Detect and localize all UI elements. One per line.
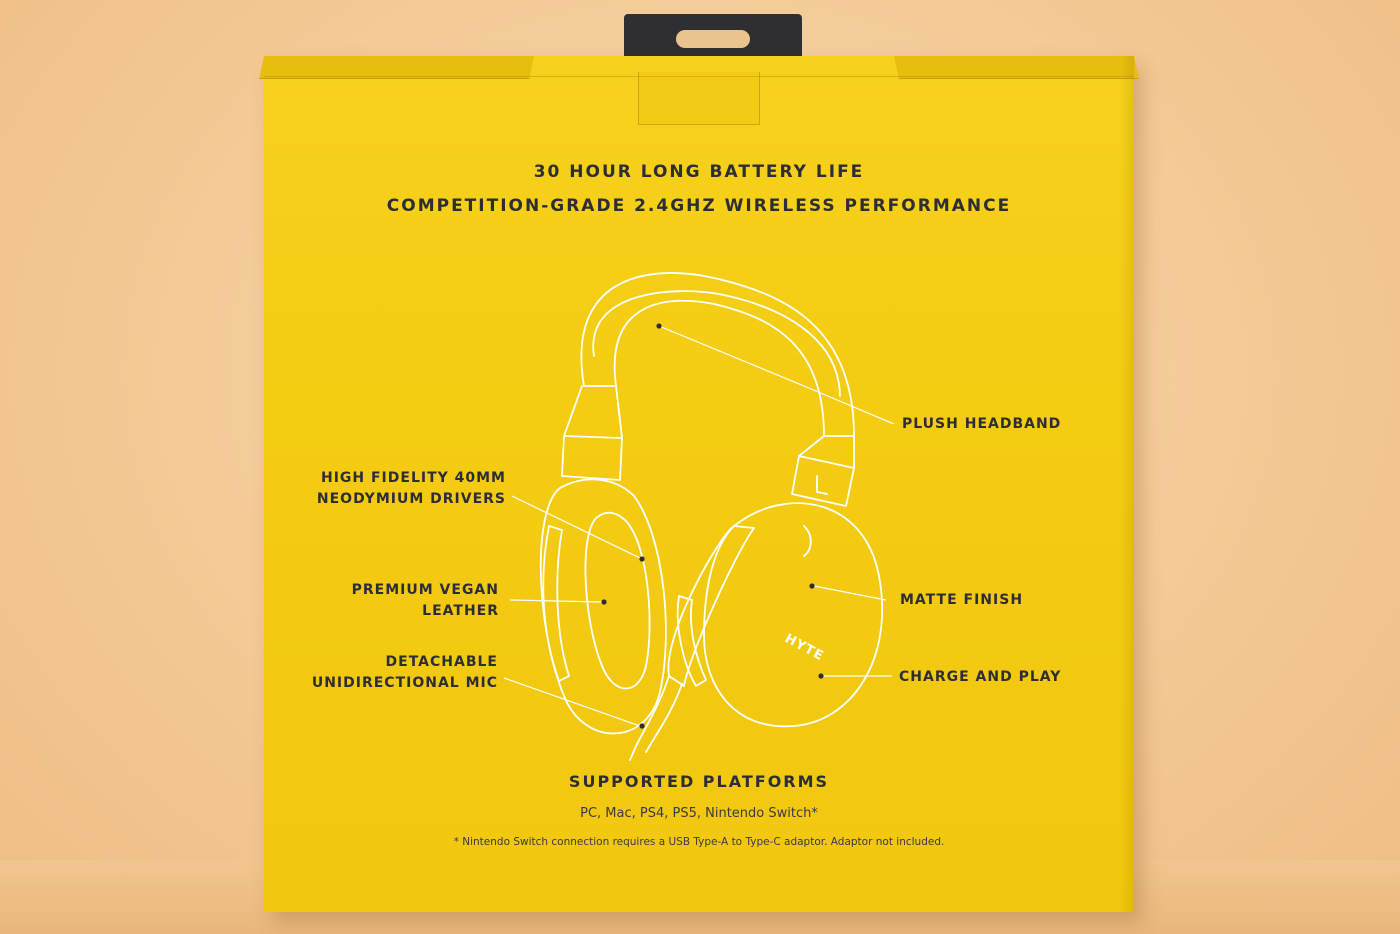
callout-dot-leather [601, 599, 607, 605]
platforms-title: SUPPORTED PLATFORMS [568, 772, 830, 791]
left-slider [561, 435, 623, 481]
label-plush-headband-text: PLUSH HEADBAND [902, 416, 1062, 432]
label-matte-finish-text: MATTE FINISH [900, 592, 1024, 608]
callout-dot-matte [809, 583, 815, 589]
callout-line-leather [509, 599, 603, 603]
right-grill [676, 595, 707, 687]
callout-line-headband [658, 325, 895, 425]
label-drivers: HIGH FIDELITY 40MM NEODYMIUM DRIVERS [304, 468, 506, 510]
headband-inner [613, 299, 825, 437]
platforms-footnote: * Nintendo Switch connection requires a … [453, 836, 945, 848]
side-marker-l [816, 475, 828, 495]
label-drivers-line2: NEODYMIUM DRIVERS [316, 491, 506, 507]
earcup-logo: HYTE [782, 631, 826, 664]
platforms-list: PC, Mac, PS4, PS5, Nintendo Switch* [580, 806, 818, 821]
label-mic-line1: DETACHABLE [385, 654, 498, 670]
right-slider-inner [798, 435, 855, 469]
headset-line-drawing: HYTE [503, 272, 895, 761]
callout-line-mic [503, 677, 641, 727]
callout-dot-mic [639, 723, 645, 729]
callout-line-matte [813, 585, 887, 601]
hang-hole [676, 30, 750, 48]
product-box-back: 30 HOUR LONG BATTERY LIFE COMPETITION-GR… [259, 56, 1139, 912]
headband-outer [580, 272, 855, 437]
label-plush-headband: PLUSH HEADBAND [902, 414, 1061, 435]
label-leather: PREMIUM VEGAN LEATHER [304, 580, 499, 622]
mic-boom-edge [645, 683, 683, 753]
callout-dot-headband [656, 323, 662, 329]
headband-pad-top [592, 290, 841, 397]
label-mic-line2: UNIDIRECTIONAL MIC [311, 675, 498, 691]
label-charge-play-text: CHARGE AND PLAY [899, 669, 1062, 685]
left-grill [542, 525, 570, 682]
callout-dot-charge [818, 673, 824, 679]
left-earcup-shell [539, 478, 667, 735]
label-leather-line1: PREMIUM VEGAN [351, 582, 499, 598]
label-leather-line2: LEATHER [422, 603, 499, 619]
mic-boom [629, 675, 670, 761]
right-cable-hook [803, 525, 812, 557]
right-earcup-band [667, 525, 755, 687]
headline-battery: 30 HOUR LONG BATTERY LIFE [533, 162, 865, 182]
callout-line-drivers [511, 495, 641, 559]
label-matte-finish: MATTE FINISH [900, 590, 1023, 611]
left-slider-inner [563, 385, 623, 439]
headline-wireless: COMPETITION-GRADE 2.4GHZ WIRELESS PERFOR… [386, 196, 1012, 216]
box-flap-center [638, 72, 760, 125]
label-mic: DETACHABLE UNIDIRECTIONAL MIC [284, 652, 498, 694]
right-slider [791, 455, 855, 507]
label-charge-play: CHARGE AND PLAY [899, 667, 1061, 688]
right-earcup-shell [703, 502, 884, 728]
label-drivers-line1: HIGH FIDELITY 40MM [320, 470, 506, 486]
box-edge-shadow [1120, 56, 1134, 912]
callout-dot-drivers [639, 556, 645, 562]
box-fold-line [264, 76, 1134, 77]
left-cushion-inner [584, 511, 651, 690]
